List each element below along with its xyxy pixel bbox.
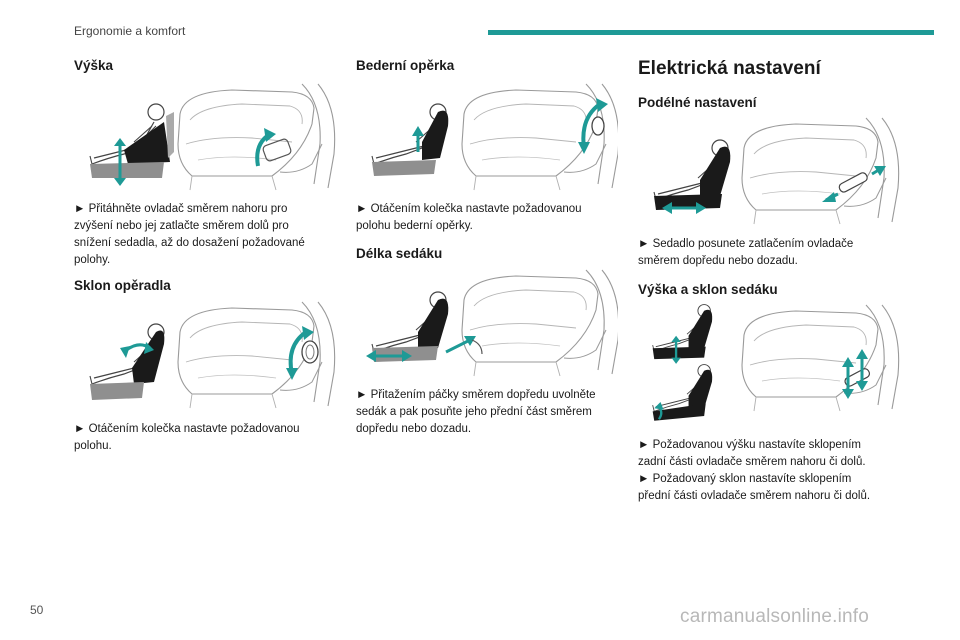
header-accent-bar xyxy=(488,30,934,35)
watermark: carmanualsonline.info xyxy=(680,606,870,627)
paragraph-vyska-a-sklon-sedaku: ► Požadovanou výšku nastavíte sklopením … xyxy=(638,439,871,502)
seat-length-illustration xyxy=(366,269,618,377)
heading-sklon-operadla: Sklon opěradla xyxy=(74,278,171,293)
seat-height-tilt-illustration xyxy=(652,304,900,421)
heading-vyska: Výška xyxy=(74,58,114,73)
seat-height-illustration xyxy=(89,83,336,191)
paragraph-sklon-operadla: ► Otáčením kolečka nastavte požadovanou … xyxy=(74,423,300,452)
heading-delka-sedaku: Délka sedáku xyxy=(356,246,443,261)
section-title: Ergonomie a komfort xyxy=(74,24,186,38)
paragraph-delka-sedaku: ► Přitažením páčky směrem dopředu uvolně… xyxy=(356,389,596,435)
heading-podelne-nastaveni: Podélné nastavení xyxy=(638,95,757,110)
longitudinal-adjustment-illustration xyxy=(653,117,900,225)
heading-bederni-operka: Bederní opěrka xyxy=(356,58,455,73)
page-number: 50 xyxy=(30,603,44,617)
lumbar-support-illustration xyxy=(371,83,618,191)
backrest-tilt-illustration xyxy=(89,301,336,409)
paragraph-podelne-nastaveni: ► Sedadlo posunete zatlačením ovladače s… xyxy=(638,238,854,267)
heading-vyska-a-sklon-sedaku: Výška a sklon sedáku xyxy=(638,282,778,297)
paragraph-bederni-operka: ► Otáčením kolečka nastavte požadovanou … xyxy=(356,203,582,232)
paragraph-vyska: ► Přitáhněte ovladač směrem nahoru pro z… xyxy=(74,203,305,266)
heading-elektricka-nastaveni: Elektrická nastavení xyxy=(638,58,821,79)
